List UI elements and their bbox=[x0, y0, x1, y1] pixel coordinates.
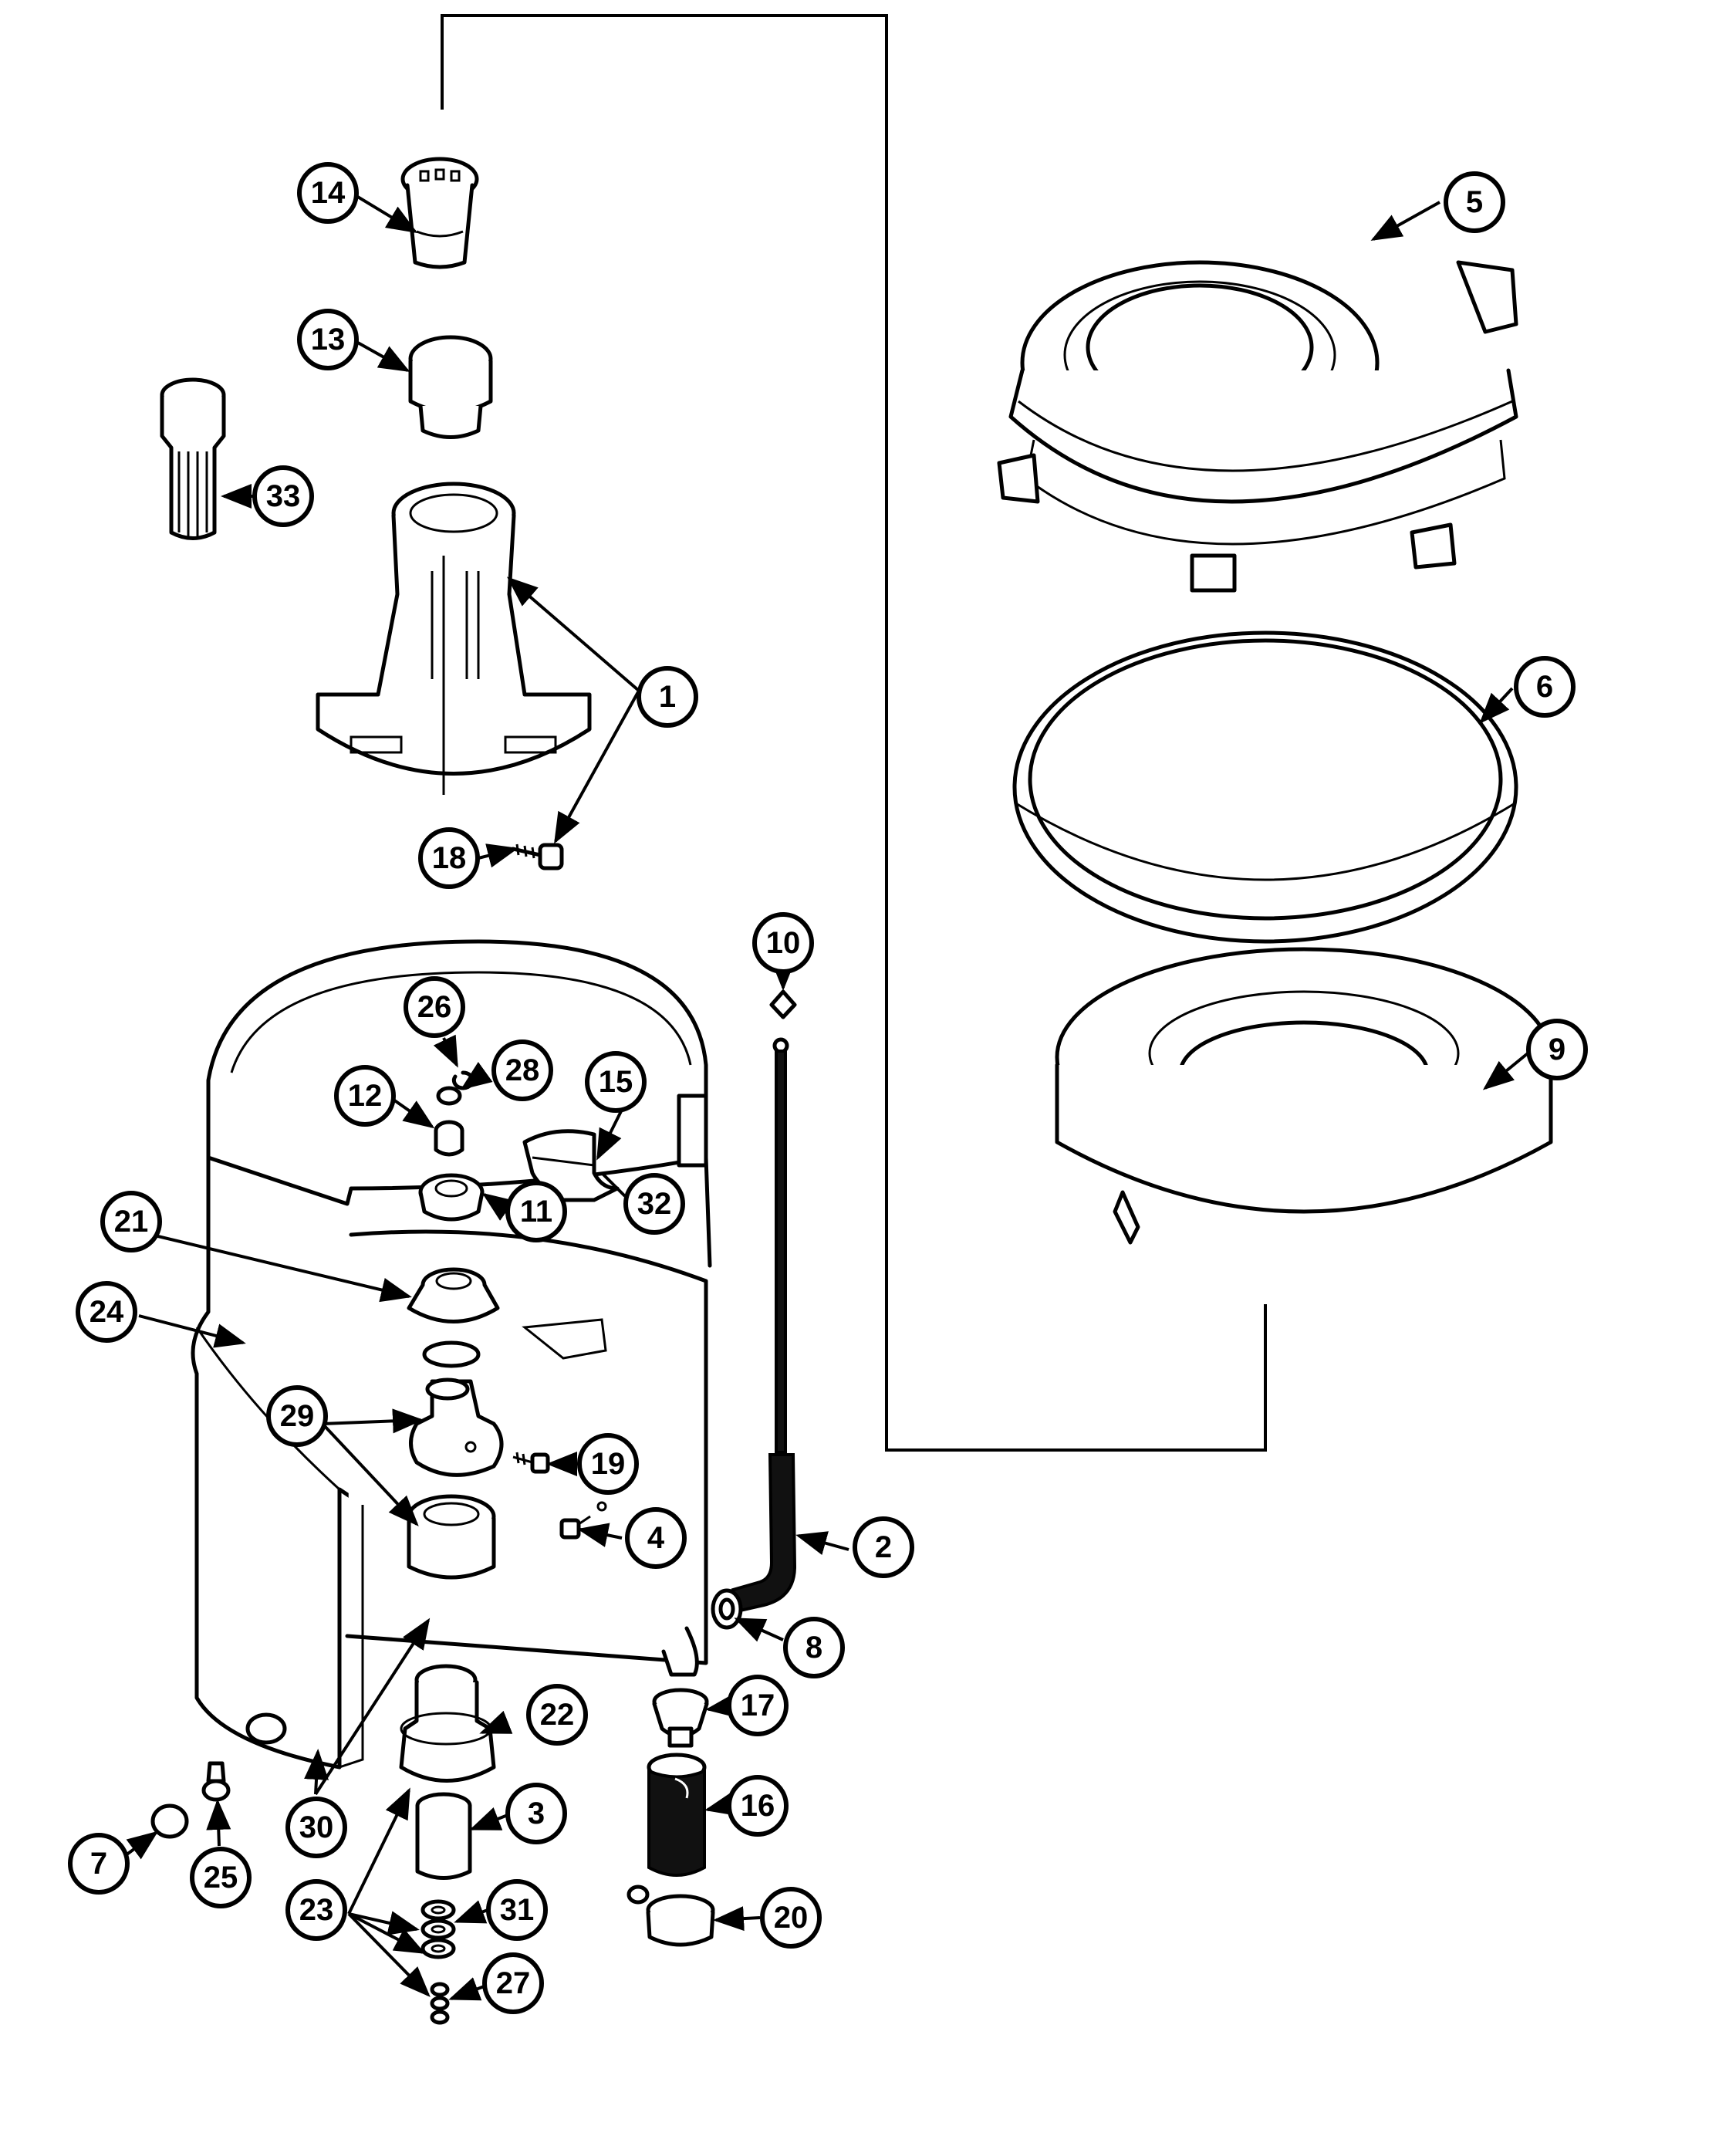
callout-2: 2 bbox=[853, 1516, 914, 1578]
callout-10: 10 bbox=[752, 912, 814, 974]
callout-6: 6 bbox=[1514, 656, 1576, 718]
callout-19: 19 bbox=[577, 1433, 639, 1495]
part-33-filter bbox=[160, 377, 226, 540]
svg-text:18: 18 bbox=[432, 841, 467, 875]
callout-15: 15 bbox=[585, 1051, 647, 1113]
callout-8: 8 bbox=[783, 1617, 845, 1678]
part-17-coupling bbox=[652, 1688, 709, 1748]
callout-27: 27 bbox=[482, 1952, 544, 2014]
part-11-seal bbox=[418, 1173, 485, 1222]
callout-1: 1 bbox=[637, 666, 698, 728]
svg-text:16: 16 bbox=[741, 1789, 775, 1823]
part-3-sleeve bbox=[415, 1792, 472, 1880]
part-16-hose bbox=[647, 1753, 707, 1877]
callout-30: 30 bbox=[285, 1797, 347, 1858]
callout-5: 5 bbox=[1444, 171, 1505, 233]
part-9-balance-ring bbox=[1055, 947, 1553, 1245]
part-5-tub-ring bbox=[997, 260, 1518, 593]
callout-14: 14 bbox=[297, 162, 359, 224]
callout-22: 22 bbox=[526, 1684, 588, 1746]
part-18-screw bbox=[511, 843, 564, 870]
svg-text:2: 2 bbox=[875, 1530, 892, 1564]
svg-text:29: 29 bbox=[280, 1399, 315, 1433]
callout-31: 31 bbox=[486, 1879, 548, 1941]
svg-text:33: 33 bbox=[266, 479, 301, 513]
callout-11: 11 bbox=[505, 1181, 567, 1242]
svg-text:32: 32 bbox=[637, 1187, 672, 1221]
callout-32: 32 bbox=[623, 1173, 685, 1235]
svg-text:17: 17 bbox=[741, 1688, 775, 1722]
svg-text:10: 10 bbox=[766, 926, 801, 960]
callout-18: 18 bbox=[418, 827, 480, 889]
svg-text:19: 19 bbox=[591, 1447, 626, 1481]
svg-text:21: 21 bbox=[114, 1205, 149, 1239]
callout-13: 13 bbox=[297, 309, 359, 370]
part-7-plug bbox=[150, 1803, 189, 1839]
part-20-hose-clamp bbox=[627, 1885, 715, 1947]
part-29-hub-lower bbox=[407, 1494, 496, 1580]
svg-text:11: 11 bbox=[520, 1195, 552, 1229]
svg-text:4: 4 bbox=[647, 1521, 665, 1555]
callout-17: 17 bbox=[727, 1675, 789, 1736]
svg-text:24: 24 bbox=[90, 1295, 124, 1329]
callout-9: 9 bbox=[1526, 1019, 1588, 1080]
callout-16: 16 bbox=[727, 1775, 789, 1837]
part-27-nuts bbox=[430, 1982, 450, 2025]
part-10-clip bbox=[769, 989, 797, 1019]
svg-text:31: 31 bbox=[500, 1893, 535, 1927]
svg-text:23: 23 bbox=[299, 1893, 334, 1927]
svg-text:20: 20 bbox=[774, 1901, 809, 1935]
part-30-drain-port bbox=[245, 1712, 287, 1745]
svg-text:9: 9 bbox=[1549, 1033, 1565, 1066]
svg-text:8: 8 bbox=[806, 1631, 822, 1665]
svg-text:3: 3 bbox=[528, 1797, 545, 1830]
callout-25: 25 bbox=[190, 1847, 252, 1908]
part-13-cam bbox=[408, 335, 493, 439]
svg-text:28: 28 bbox=[505, 1053, 540, 1087]
callout-33: 33 bbox=[252, 465, 314, 527]
callout-12: 12 bbox=[334, 1065, 396, 1127]
svg-text:12: 12 bbox=[348, 1079, 383, 1113]
callout-28: 28 bbox=[491, 1039, 553, 1101]
svg-text:14: 14 bbox=[311, 176, 346, 210]
callout-20: 20 bbox=[760, 1887, 822, 1949]
svg-text:30: 30 bbox=[299, 1810, 334, 1844]
part-12-bushing bbox=[434, 1120, 464, 1157]
callout-4: 4 bbox=[625, 1507, 687, 1569]
part-21-hub-seal bbox=[407, 1267, 500, 1323]
part-25-clamp bbox=[201, 1761, 231, 1802]
callout-3: 3 bbox=[505, 1783, 567, 1844]
svg-text:27: 27 bbox=[496, 1966, 531, 2000]
part-22-adapter bbox=[399, 1664, 496, 1783]
part-29-hub-upper bbox=[409, 1340, 504, 1477]
part-8-washer bbox=[711, 1588, 743, 1630]
part-6-gasket bbox=[1012, 630, 1518, 944]
part-4-bolt bbox=[559, 1501, 607, 1540]
svg-text:1: 1 bbox=[659, 680, 676, 714]
svg-text:5: 5 bbox=[1466, 185, 1483, 219]
part-2-drain-hose bbox=[731, 1037, 797, 1614]
assembly-group-bracket bbox=[441, 14, 1267, 1452]
svg-text:15: 15 bbox=[599, 1065, 633, 1099]
callout-24: 24 bbox=[76, 1281, 137, 1343]
callout-7: 7 bbox=[68, 1833, 130, 1895]
callout-23: 23 bbox=[285, 1879, 347, 1941]
svg-text:7: 7 bbox=[90, 1847, 107, 1881]
callout-29: 29 bbox=[266, 1385, 328, 1447]
svg-text:6: 6 bbox=[1536, 670, 1553, 704]
leader-lines bbox=[118, 194, 1529, 2001]
part-14-agitator-cap bbox=[400, 157, 479, 269]
svg-text:26: 26 bbox=[417, 990, 452, 1024]
callout-26: 26 bbox=[404, 976, 465, 1038]
svg-text:22: 22 bbox=[540, 1698, 575, 1732]
svg-text:25: 25 bbox=[204, 1861, 238, 1895]
part-28-washer bbox=[436, 1086, 462, 1106]
callout-21: 21 bbox=[100, 1191, 162, 1252]
part-31-washers bbox=[420, 1899, 456, 1959]
svg-text:13: 13 bbox=[311, 323, 346, 357]
part-1-agitator bbox=[316, 482, 592, 795]
